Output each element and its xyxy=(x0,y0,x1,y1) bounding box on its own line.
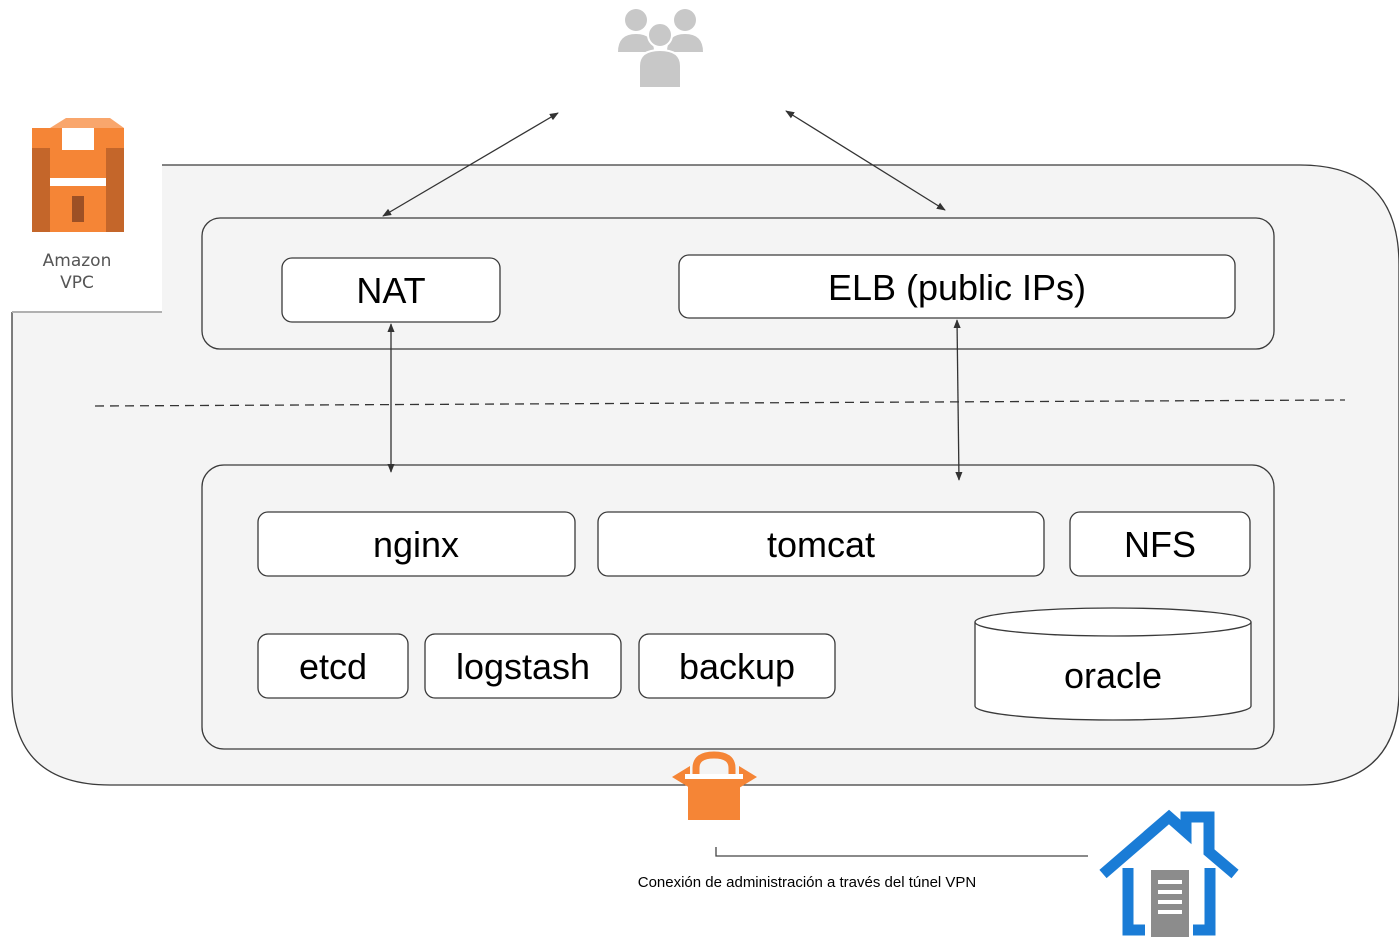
backup-box[interactable] xyxy=(638,633,836,699)
user-group-icon xyxy=(618,9,703,89)
logstash-box[interactable] xyxy=(424,633,622,699)
backup-label: backup xyxy=(679,646,795,687)
vpc-logo-label-line1: Amazon xyxy=(43,251,112,271)
logstash-label: logstash xyxy=(456,646,590,687)
vpn-gateway-icon xyxy=(672,751,757,820)
oracle-label: oracle xyxy=(1064,655,1162,696)
elb-label: ELB (public IPs) xyxy=(828,267,1086,308)
vpn-admin-line xyxy=(715,847,1088,857)
nfs-box[interactable] xyxy=(1069,511,1251,577)
vpn-caption: Conexión de administración a través del … xyxy=(638,874,977,891)
nginx-label: nginx xyxy=(373,524,459,565)
etcd-box[interactable] xyxy=(257,633,409,699)
nat-box[interactable] xyxy=(281,257,501,323)
nginx-box[interactable] xyxy=(257,511,576,577)
corporate-datacenter-icon xyxy=(1099,809,1239,937)
elb-box[interactable] xyxy=(678,254,1236,319)
amazon-vpc-icon xyxy=(32,118,124,232)
users-elb-arrow xyxy=(785,110,946,211)
tomcat-label: tomcat xyxy=(767,524,875,565)
oracle-database[interactable] xyxy=(974,607,1252,721)
etcd-label: etcd xyxy=(299,646,367,687)
tomcat-box[interactable] xyxy=(597,511,1045,577)
nfs-label: NFS xyxy=(1124,524,1196,565)
elb-private-arrow xyxy=(953,319,963,481)
nat-label: NAT xyxy=(356,270,425,311)
subnet-divider xyxy=(94,399,1346,407)
vpc-logo-label-line2: VPC xyxy=(60,273,94,293)
users-nat-arrow xyxy=(382,112,559,217)
